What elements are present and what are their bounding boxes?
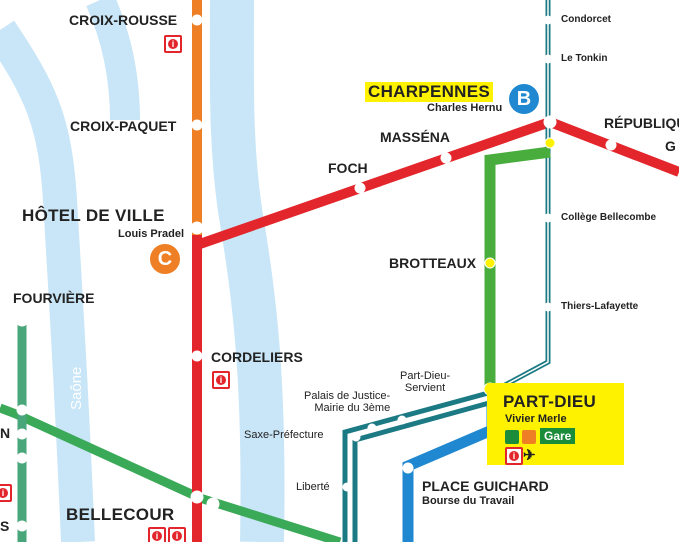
station-dots — [15, 14, 617, 532]
station-thiers-lafayette[interactable] — [543, 302, 553, 312]
station-cordeliers[interactable] — [191, 350, 203, 362]
station-massena[interactable] — [440, 152, 452, 164]
station-bellecour-d[interactable] — [206, 497, 220, 511]
label-s-partial[interactable]: S — [0, 518, 10, 534]
station-croix-paquet[interactable] — [191, 119, 203, 131]
tram-green-track — [484, 146, 551, 392]
station-croix-rousse[interactable] — [191, 14, 203, 26]
label-croix-paquet[interactable]: CROIX-PAQUET — [70, 118, 177, 134]
line-d-track — [0, 403, 342, 542]
label-foch[interactable]: FOCH — [328, 160, 368, 176]
label-charpennes-sub: Charles Hernu — [427, 102, 503, 114]
station-brotteaux[interactable] — [484, 257, 496, 269]
label-cordeliers[interactable]: CORDELIERS — [211, 349, 303, 365]
gare-badge[interactable]: Gare — [540, 428, 576, 444]
info-icon: i — [168, 527, 186, 542]
line-b-track — [490, 0, 551, 395]
label-liberte[interactable]: Liberté — [296, 481, 330, 493]
station-charpennes-tram[interactable] — [544, 137, 556, 149]
station-place-guichard[interactable] — [402, 462, 414, 474]
label-le-tonkin[interactable]: Le Tonkin — [561, 53, 608, 64]
river-bend — [86, 0, 140, 121]
airplane-icon: ✈ — [523, 447, 536, 464]
info-icon: i — [148, 527, 166, 542]
label-hotel-de-ville-sub: Louis Pradel — [118, 228, 185, 240]
info-icon: i — [0, 484, 12, 502]
station-bellecour[interactable] — [190, 490, 204, 504]
station-republique[interactable] — [605, 139, 617, 151]
station-le-tonkin[interactable] — [543, 54, 553, 64]
label-charpennes[interactable]: CHARPENNES — [365, 82, 494, 102]
station-liberte[interactable] — [342, 482, 352, 492]
station-foch[interactable] — [354, 182, 366, 194]
station-charpennes[interactable] — [543, 115, 557, 129]
station-college-bellecombe[interactable] — [543, 213, 553, 223]
label-palais-de-justice[interactable]: Palais de Justice- Mairie du 3ème — [304, 390, 391, 414]
line-b-badge[interactable]: B — [509, 84, 539, 114]
label-saxe-prefecture[interactable]: Saxe-Préfecture — [244, 429, 324, 441]
info-icon: i — [164, 35, 182, 53]
station-fourviere[interactable] — [15, 313, 29, 327]
label-place-guichard[interactable]: PLACE GUICHARD — [422, 478, 549, 494]
sncf-icon — [522, 430, 536, 444]
label-bellecour[interactable]: BELLECOUR — [66, 505, 175, 524]
label-massena[interactable]: MASSÉNA — [380, 129, 451, 145]
river-saone — [0, 20, 95, 542]
label-croix-rousse[interactable]: CROIX-ROUSSE — [69, 12, 178, 28]
station-palais-de-justice[interactable] — [367, 423, 377, 433]
station-condorcet[interactable] — [543, 15, 553, 25]
river-saone-label: Saône — [68, 366, 85, 410]
label-thiers-lafayette[interactable]: Thiers-Lafayette — [561, 301, 639, 312]
station-saxe-prefecture[interactable] — [351, 432, 361, 442]
station-left-2[interactable] — [16, 428, 28, 440]
info-icon: i — [505, 447, 523, 465]
line-b-track-inner — [491, 0, 549, 393]
label-brotteaux[interactable]: BROTTEAUX — [389, 255, 477, 271]
station-part-dieu-servient[interactable] — [397, 415, 407, 425]
train-icon — [505, 430, 519, 444]
tram-t1-track — [342, 389, 493, 542]
label-g-partial[interactable]: G — [665, 138, 676, 154]
label-part-dieu[interactable]: PART-DIEU — [503, 392, 597, 411]
label-hotel-de-ville[interactable]: HÔTEL DE VILLE — [22, 206, 165, 225]
station-left-3[interactable] — [16, 452, 28, 464]
label-part-dieu-sub: Vivier Merle — [505, 413, 567, 425]
line-c-badge[interactable]: C — [150, 244, 180, 274]
station-left-1[interactable] — [16, 404, 28, 416]
label-condorcet[interactable]: Condorcet — [561, 14, 611, 25]
label-place-guichard-sub: Bourse du Travail — [422, 495, 515, 507]
info-icon: i — [212, 371, 230, 389]
label-fourviere[interactable]: FOURVIÈRE — [13, 290, 95, 306]
label-part-dieu-servient[interactable]: Part-Dieu- Servient — [400, 370, 451, 394]
river-rhone — [209, 0, 285, 542]
station-hotel-de-ville[interactable] — [190, 221, 204, 235]
label-n-partial[interactable]: N — [0, 425, 11, 441]
station-left-4[interactable] — [16, 520, 28, 532]
label-republique[interactable]: RÉPUBLIQU — [604, 115, 679, 131]
label-college-bellecombe[interactable]: Collège Bellecombe — [561, 212, 657, 223]
